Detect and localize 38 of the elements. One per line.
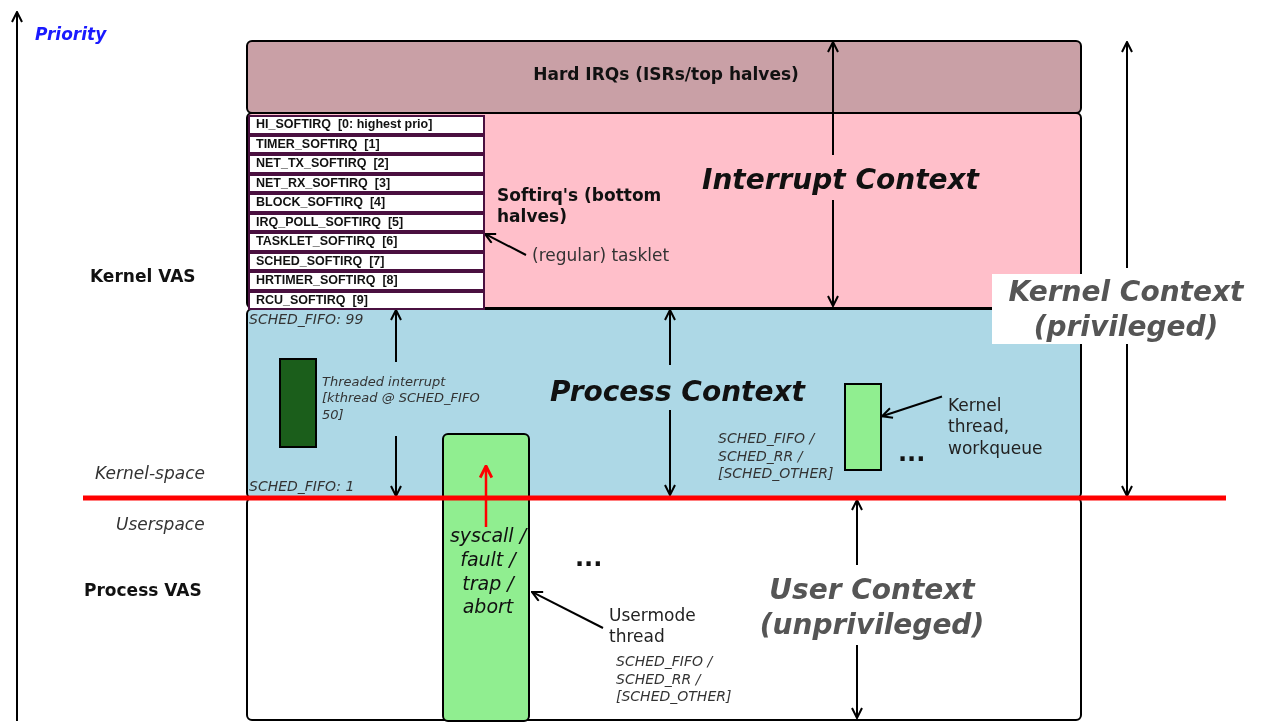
note-text: Kernel thread, workqueue	[948, 395, 1058, 459]
softirq-entry: IRQ_POLL_SOFTIRQ [5]	[248, 212, 485, 232]
boundary-label: Userspace	[116, 514, 205, 536]
softirq-entry: TIMER_SOFTIRQ [1]	[248, 134, 485, 154]
region-title: Interrupt Context	[702, 162, 981, 197]
thread-bar	[442, 433, 530, 722]
row-label: Kernel VAS	[90, 266, 196, 288]
softirq-entry: SCHED_SOFTIRQ [7]	[248, 251, 485, 271]
region-title: User Context (unprivileged)	[758, 572, 986, 642]
row-label: Process VAS	[84, 580, 202, 602]
arrow	[881, 395, 943, 419]
softirq-entry: HRTIMER_SOFTIRQ [8]	[248, 271, 485, 291]
ellipsis: ...	[898, 438, 926, 468]
priority-label: SCHED_FIFO: 99	[249, 311, 364, 329]
thread-bar	[844, 383, 882, 471]
axis-label: Priority	[35, 24, 107, 46]
softirq-entry: BLOCK_SOFTIRQ [4]	[248, 193, 485, 213]
hard-irq-band	[246, 40, 1082, 114]
annotation-text: Threaded interrupt [kthread @ SCHED_FIFO 50]	[322, 374, 481, 423]
region-title: Process Context	[550, 374, 807, 409]
softirq-entry: NET_RX_SOFTIRQ [3]	[248, 173, 485, 193]
softirq-entry: TASKLET_SOFTIRQ [6]	[248, 232, 485, 252]
arrow	[531, 590, 604, 629]
ellipsis: ...	[575, 543, 603, 573]
region-title: syscall / fault / trap / abort	[448, 524, 529, 619]
region-title: Hard IRQs (ISRs/top halves)	[532, 64, 800, 86]
region-heading: Softirq's (bottom halves)	[497, 185, 662, 228]
note-text: (regular) tasklet	[532, 245, 712, 267]
annotation-text: SCHED_FIFO / SCHED_RR / [SCHED_OTHER]	[616, 653, 733, 706]
annotation-text: SCHED_FIFO / SCHED_RR / [SCHED_OTHER]	[718, 430, 835, 483]
priority-label: SCHED_FIFO: 1	[249, 478, 355, 496]
softirq-entry: HI_SOFTIRQ [0: highest prio]	[248, 115, 485, 135]
softirq-entry: RCU_SOFTIRQ [9]	[248, 290, 485, 310]
note-text: Usermode thread	[609, 605, 729, 648]
boundary-label: Kernel-space	[95, 463, 205, 485]
arrow	[484, 232, 527, 256]
softirq-entry: NET_TX_SOFTIRQ [2]	[248, 154, 485, 174]
thread-bar	[279, 358, 317, 448]
